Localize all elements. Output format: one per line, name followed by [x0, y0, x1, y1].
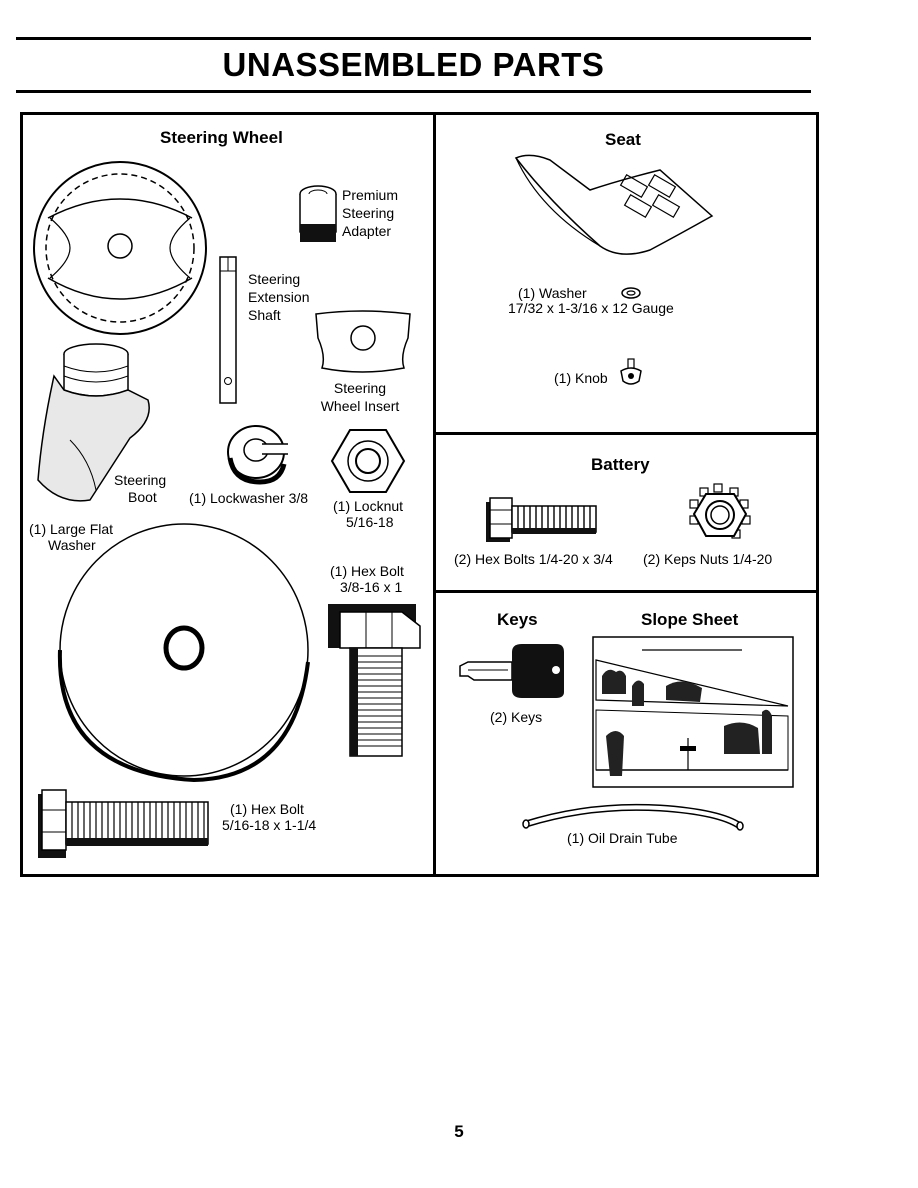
page-number: 5 [454, 1122, 464, 1141]
adapter-label-1: Premium [342, 187, 399, 203]
keys-label: (2) Keys [490, 709, 543, 725]
hex-bolt-large-icon [328, 604, 421, 757]
steering-wheel-heading: Steering Wheel [160, 128, 283, 147]
page-title: UNASSEMBLED PARTS [222, 46, 605, 83]
steering-adapter-icon [299, 185, 337, 242]
slope-sheet-heading: Slope Sheet [641, 610, 739, 629]
seat-battery-divider [433, 432, 819, 435]
parts-frame [20, 112, 819, 877]
shaft-label-2: Extension [248, 289, 310, 305]
oil-drain-tube-icon [522, 803, 744, 831]
battery-bolts-label: (2) Hex Bolts 1/4-20 x 3/4 [454, 551, 613, 567]
wheel-insert-icon [315, 310, 411, 373]
locknut-icon [330, 429, 406, 493]
knob-icon [620, 358, 642, 385]
keys-heading: Keys [497, 610, 538, 629]
keps-nut-icon [689, 483, 751, 539]
hex-bolt-long-label-2: 5/16-18 x 1-1/4 [222, 817, 317, 833]
hex-bolt-large-label-1: (1) Hex Bolt [330, 563, 404, 579]
washer-icon [621, 287, 641, 299]
column-divider [433, 112, 436, 877]
seat-icon [514, 154, 714, 255]
large-flat-washer-icon [57, 523, 310, 783]
battery-keys-divider [433, 590, 819, 593]
top-rule [16, 37, 811, 40]
boot-label-1: Steering [114, 472, 167, 488]
slope-sheet-icon [592, 636, 794, 788]
oil-drain-label: (1) Oil Drain Tube [567, 830, 678, 846]
locknut-label-1: (1) Locknut [333, 498, 404, 514]
adapter-label-2: Steering [342, 205, 395, 221]
seat-washer-label-1: (1) Washer [518, 285, 587, 301]
hex-bolt-long-label-1: (1) Hex Bolt [230, 801, 304, 817]
flat-washer-label-2: Washer [48, 537, 96, 553]
battery-hex-bolt-icon [486, 497, 597, 542]
steering-boot-icon [37, 343, 150, 502]
hex-bolt-long-icon [38, 789, 209, 858]
lockwasher-icon [227, 425, 288, 485]
locknut-label-2: 5/16-18 [346, 514, 394, 530]
hex-bolt-large-label-2: 3/8-16 x 1 [340, 579, 403, 595]
boot-label-2: Boot [128, 489, 157, 505]
adapter-label-3: Adapter [342, 223, 392, 239]
shaft-label-3: Shaft [248, 307, 281, 323]
key-icon [459, 644, 564, 698]
title-underline [16, 90, 811, 93]
seat-heading: Seat [605, 130, 641, 149]
lockwasher-label: (1) Lockwasher 3/8 [189, 490, 309, 506]
steering-wheel-icon [33, 161, 207, 335]
flat-washer-label-1: (1) Large Flat [29, 521, 114, 537]
seat-washer-label-2: 17/32 x 1-3/16 x 12 Gauge [508, 300, 674, 316]
extension-shaft-icon [219, 256, 237, 404]
insert-label-2: Wheel Insert [320, 398, 400, 414]
keps-nuts-label: (2) Keps Nuts 1/4-20 [643, 551, 773, 567]
insert-label-1: Steering [333, 380, 387, 396]
battery-heading: Battery [591, 455, 650, 474]
shaft-label-1: Steering [248, 271, 301, 287]
knob-label: (1) Knob [554, 370, 608, 386]
